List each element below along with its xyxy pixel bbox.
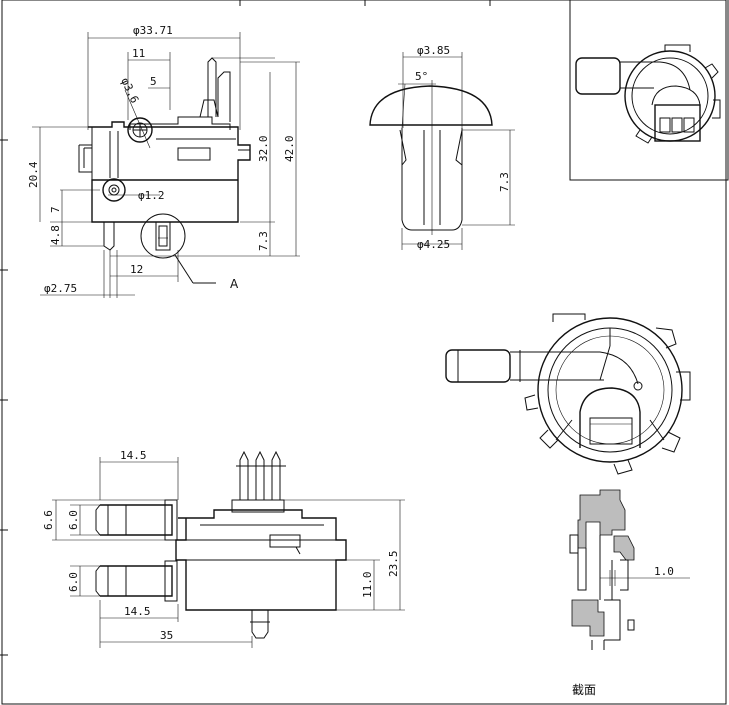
- dim-phi-2-75: φ2.75: [44, 282, 77, 295]
- top-view: [445, 313, 691, 475]
- dim-6-6: 6.6: [42, 510, 55, 530]
- dim-7-3-right: 7.3: [498, 172, 511, 192]
- dim-wall-1-0: 1.0: [654, 565, 674, 578]
- section-caption: 截面: [572, 683, 596, 697]
- dim-14-5-top: 14.5: [120, 449, 147, 462]
- callout-a: A: [230, 277, 239, 291]
- front-view: [32, 32, 300, 298]
- dim-7: 7: [49, 206, 62, 213]
- dim-phi-3-6: φ3.6: [118, 76, 141, 106]
- dim-angle-5: 5°: [415, 70, 428, 83]
- dim-35: 35: [160, 629, 173, 642]
- pin-detail-view: [369, 52, 515, 250]
- dim-outer-diameter: φ33.71: [133, 24, 173, 37]
- dim-42: 42.0: [283, 136, 296, 163]
- dim-phi-4-25: φ4.25: [417, 238, 450, 251]
- dim-phi-3-85: φ3.85: [417, 44, 450, 57]
- dim-11: 11: [132, 47, 145, 60]
- dim-7-3-left: 7.3: [257, 231, 270, 251]
- dim-14-5-bottom: 14.5: [124, 605, 151, 618]
- side-view: [52, 450, 405, 648]
- dim-5: 5: [150, 75, 157, 88]
- dim-6-0-b: 6.0: [67, 572, 80, 592]
- section-view: [569, 489, 690, 650]
- dim-23-5: 23.5: [387, 551, 400, 578]
- dim-32: 32.0: [257, 136, 270, 163]
- inset-top-view: [569, 0, 729, 181]
- dim-6-0-a: 6.0: [67, 510, 80, 530]
- dim-4-8: 4.8: [49, 225, 62, 245]
- dim-11: 11.0: [361, 572, 374, 599]
- dim-phi-1-2: φ1.2: [138, 189, 165, 202]
- dim-12: 12: [130, 263, 143, 276]
- dim-20-4: 20.4: [27, 161, 40, 188]
